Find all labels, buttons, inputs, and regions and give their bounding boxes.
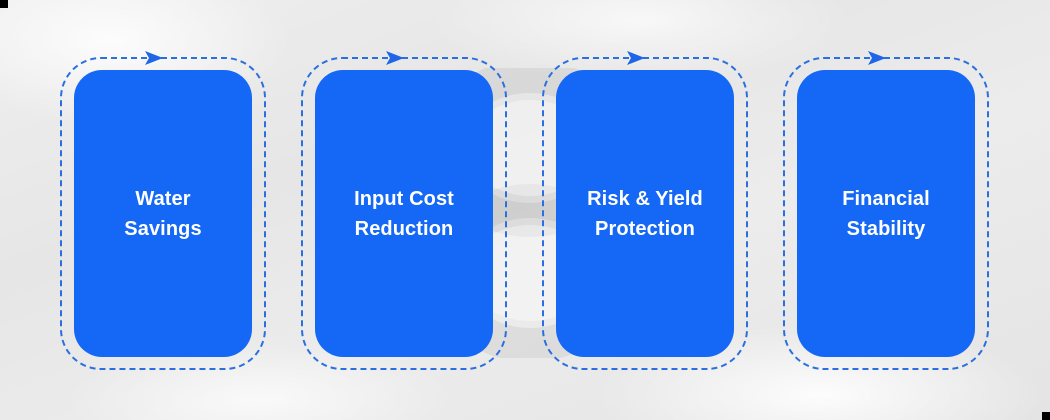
step-card: Financial Stability — [797, 70, 975, 357]
corner-marker-top-left — [0, 0, 8, 8]
step-label: Input Cost Reduction — [354, 184, 454, 244]
step-4: Financial Stability — [783, 51, 989, 370]
step-3: Risk & Yield Protection — [542, 51, 748, 370]
step-card: Water Savings — [74, 70, 252, 357]
step-label-line-1: Input Cost — [354, 187, 454, 210]
step-label: Water Savings — [124, 184, 201, 244]
step-2: Input Cost Reduction — [301, 51, 507, 370]
step-label-line-1: Risk & Yield — [587, 187, 703, 210]
step-label-line-2: Protection — [595, 217, 695, 240]
arrow-right-icon — [145, 51, 163, 65]
step-label: Financial Stability — [842, 184, 930, 244]
arrow-right-icon — [627, 51, 645, 65]
step-1: Water Savings — [60, 51, 266, 370]
step-card: Risk & Yield Protection — [556, 70, 734, 357]
step-card: Input Cost Reduction — [315, 70, 493, 357]
step-label-line-1: Financial — [842, 187, 930, 210]
step-label: Risk & Yield Protection — [587, 184, 703, 244]
step-label-line-2: Reduction — [354, 217, 454, 240]
corner-marker-bottom-right — [1042, 412, 1050, 420]
step-label-line-1: Water — [135, 187, 191, 210]
step-label-line-2: Stability — [846, 217, 926, 240]
arrow-right-icon — [868, 51, 886, 65]
step-label-line-2: Savings — [124, 217, 202, 240]
arrow-right-icon — [386, 51, 404, 65]
